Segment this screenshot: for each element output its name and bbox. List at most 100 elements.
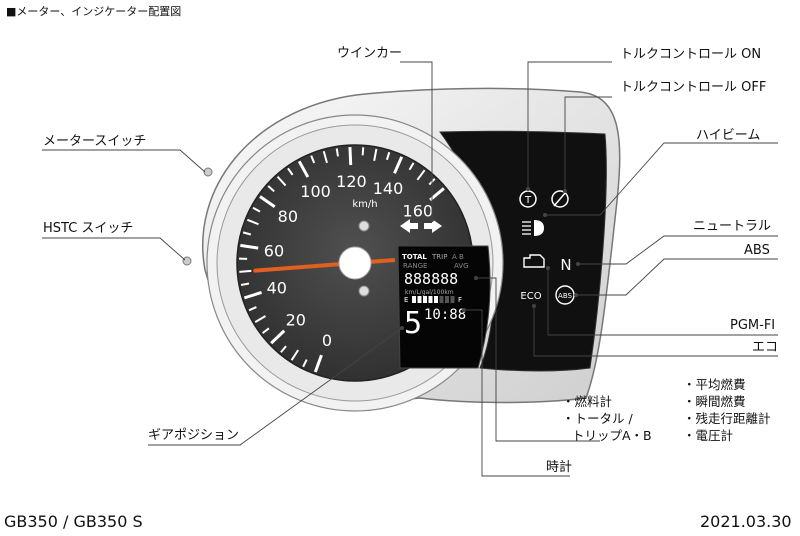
speed-tick (248, 306, 257, 312)
speed-tick-label: 120 (336, 172, 367, 191)
list-left-item: ・燃料計 (562, 394, 613, 409)
speed-tick-label: 0 (322, 331, 332, 350)
speed-tick-label: 40 (267, 279, 287, 298)
speed-tick (254, 315, 267, 323)
speed-tick (297, 160, 310, 178)
speed-tick (361, 147, 365, 156)
lcd-fuel-e: E (404, 296, 408, 304)
fuel-bar (417, 296, 422, 303)
speed-tick (348, 147, 353, 166)
meter-switch-knob (203, 167, 213, 177)
list-left-item: トリップA・B (572, 428, 652, 443)
speed-tick-label: 60 (264, 242, 284, 261)
speed-tick (276, 175, 287, 187)
leader-pgm-fi (547, 268, 778, 336)
speed-tick-label: 20 (286, 311, 306, 330)
leader-neutral (578, 235, 778, 265)
list-right-item: ・瞬間燃費 (683, 394, 746, 409)
speed-tick (322, 151, 328, 164)
list-left-item: ・トータル / (562, 411, 633, 426)
turn-right-icon (424, 219, 442, 233)
label-clock: 時計 (546, 460, 573, 475)
header-title: ■メーター、インジケーター配置図 (6, 5, 182, 18)
fuel-bars (412, 296, 455, 303)
speed-tick (240, 243, 259, 250)
turn-left-icon (400, 219, 418, 233)
speed-tick (280, 345, 287, 353)
hstc-switch-knob (182, 256, 192, 266)
fuel-bar (434, 296, 438, 303)
high-beam-icon (534, 220, 544, 236)
lcd-gear: 5 (404, 306, 422, 341)
lcd-units-row: km/L/gal/100km (405, 289, 454, 296)
speed-tick (335, 148, 339, 157)
lcd-time: 10:88 (424, 307, 466, 323)
needle-hub (338, 246, 372, 280)
lcd-panel (397, 245, 491, 369)
leader-meter-switch (42, 149, 206, 173)
pgm-fi-icon (523, 254, 545, 268)
speed-tick (290, 349, 300, 361)
list-right: ・平均燃費 ・瞬間燃費 ・残走行距離計 ・電圧計 (683, 376, 771, 444)
leader-winker (400, 61, 433, 220)
speed-tick (416, 169, 426, 181)
label-gear-position: ギアポジション (148, 428, 240, 443)
fuel-bar (445, 296, 449, 303)
label-abs: ABS (744, 243, 770, 258)
leader-high-beam (545, 142, 778, 216)
label-pgm-fi: PGM-FI (730, 318, 776, 333)
leader-gear (148, 327, 403, 446)
speed-tick (302, 359, 308, 368)
torque-off-icon (551, 190, 569, 208)
speed-ticks (239, 147, 445, 373)
speed-tick (373, 148, 378, 161)
lcd-range: RANGE (403, 262, 427, 270)
speed-tick (239, 269, 252, 273)
lcd-ab: A B (452, 253, 464, 261)
speed-tick-label: 100 (300, 182, 331, 201)
leader-clock (464, 309, 570, 477)
abs-indicator: ABS (558, 292, 572, 300)
leader-eco (533, 306, 778, 357)
label-torque-off: トルクコントロール OFF (620, 80, 767, 95)
torque-on-letter: T (524, 195, 532, 206)
speed-unit: km/h (352, 199, 377, 210)
screw-bottom (358, 285, 370, 297)
neutral-indicator: N (560, 256, 571, 274)
speed-tick (242, 231, 252, 236)
lcd-total: TOTAL (402, 253, 427, 261)
leader-hstc (42, 237, 186, 261)
leader-odometer (476, 277, 600, 442)
speed-tick (393, 156, 404, 174)
label-winker: ウインカー (337, 46, 403, 61)
fuel-bar (450, 296, 455, 303)
speed-tick (240, 282, 250, 286)
label-hstc-switch: HSTC スイッチ (43, 221, 134, 236)
speed-tick (267, 185, 275, 193)
label-high-beam: ハイビーム (696, 128, 761, 143)
leader-abs (576, 258, 778, 296)
speed-needle (253, 261, 357, 273)
label-meter-switch: メータースイッチ (43, 134, 147, 149)
lcd-trip: TRIP (431, 253, 447, 261)
speed-tick (385, 151, 391, 161)
speed-tick (261, 327, 270, 334)
fuel-bar (428, 296, 433, 303)
fuel-bar (412, 296, 416, 303)
fuel-bar (439, 296, 444, 303)
leader-torque-on (527, 61, 612, 189)
label-eco: エコ (752, 340, 779, 355)
footer-date: 2021.03.30 (700, 512, 792, 531)
speed-tick (313, 354, 323, 373)
footer-model: GB350 / GB350 S (4, 512, 143, 531)
lcd-avg: AVG (454, 262, 469, 270)
speed-tick (270, 329, 286, 345)
lcd-fuel-f: F (458, 296, 462, 304)
list-left: ・燃料計 ・トータル / トリップA・B (562, 393, 652, 444)
leader-torque-off (564, 96, 612, 191)
list-right-item: ・電圧計 (683, 428, 734, 443)
speed-tick (408, 162, 415, 171)
speed-tick (287, 167, 294, 176)
